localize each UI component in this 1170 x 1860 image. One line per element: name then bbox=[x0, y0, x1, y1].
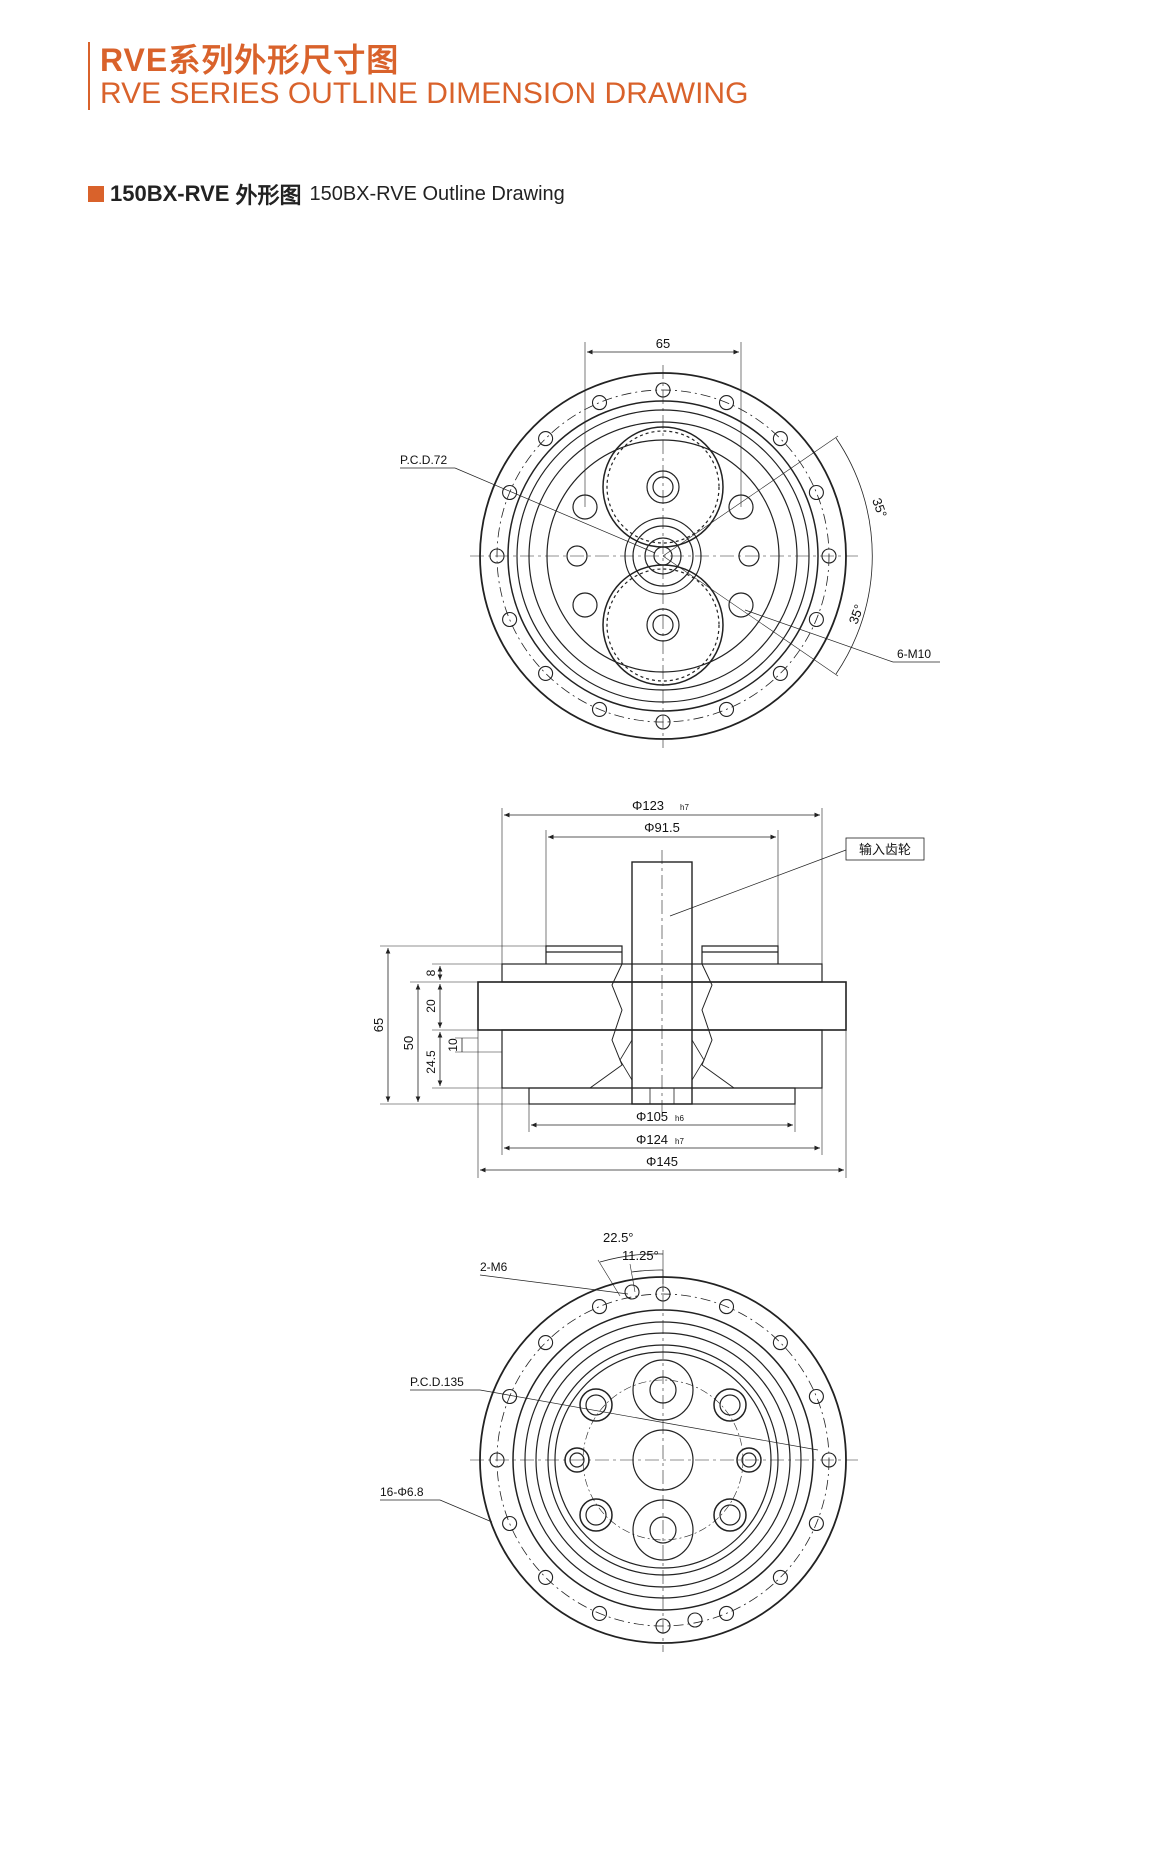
side-dim-height-50: 50 bbox=[401, 1036, 416, 1050]
bottom-flange-hole-9 bbox=[489, 1452, 505, 1468]
top-flange-hole-12 bbox=[591, 395, 608, 411]
bottom-pcd-label: P.C.D.135 bbox=[410, 1375, 464, 1389]
top-dim-width: 65 bbox=[656, 336, 670, 351]
bottom-angle-22-5: 22.5° bbox=[603, 1230, 634, 1245]
side-dim-height-20: 20 bbox=[424, 999, 438, 1013]
bottom-flange-hole-4 bbox=[718, 1605, 735, 1621]
bottom-flange-hole-1 bbox=[821, 1452, 837, 1468]
top-flange-hole-7 bbox=[538, 665, 554, 681]
bottom-holes-m6-label: 2-M6 bbox=[480, 1260, 508, 1274]
top-flange-hole-9 bbox=[489, 548, 505, 564]
side-dim-bottom-124: Φ124 bbox=[636, 1132, 668, 1147]
top-flange-hole-15 bbox=[772, 431, 788, 447]
side-view-labels: Φ123 h7 Φ91.5 输入齿轮 65 50 8 20 10 24.5 Φ1… bbox=[371, 798, 911, 1169]
bottom-flange-hole-5 bbox=[655, 1618, 671, 1634]
side-dim-bottom-145: Φ145 bbox=[646, 1154, 678, 1169]
top-flange-hole-1 bbox=[821, 548, 837, 564]
bottom-flange-hole-14 bbox=[718, 1299, 735, 1315]
side-dim-top-outer: Φ123 bbox=[632, 798, 664, 813]
section-title-chinese: 外形图 bbox=[235, 183, 302, 208]
top-angle-lower: 35° bbox=[846, 602, 867, 626]
side-dim-height-total: 65 bbox=[371, 1018, 386, 1032]
input-gear-label: 输入齿轮 bbox=[859, 842, 911, 857]
top-view-bolt-holes bbox=[489, 382, 837, 730]
side-dim-top-inner: Φ91.5 bbox=[644, 820, 680, 835]
title-chinese: RVE系列外形尺寸图 bbox=[100, 42, 400, 78]
side-view bbox=[380, 808, 925, 1178]
bottom-flange-hole-7 bbox=[538, 1569, 554, 1585]
bottom-flange-hole-6 bbox=[591, 1605, 608, 1621]
m6-hole-right bbox=[687, 1612, 703, 1628]
top-flange-hole-2 bbox=[808, 611, 824, 628]
section-model-code: 150BX-RVE bbox=[110, 181, 230, 206]
top-flange-hole-11 bbox=[538, 431, 554, 447]
top-flange-hole-4 bbox=[718, 701, 735, 717]
bottom-view bbox=[380, 1250, 858, 1652]
bottom-flange-hole-15 bbox=[772, 1335, 788, 1351]
top-flange-hole-3 bbox=[772, 665, 788, 681]
top-flange-hole-8 bbox=[502, 611, 518, 628]
side-dim-bottom-124-tolerance: h7 bbox=[675, 1137, 684, 1146]
bottom-flange-hole-10 bbox=[502, 1388, 518, 1405]
title-english: RVE SERIES OUTLINE DIMENSION DRAWING bbox=[100, 77, 749, 110]
bottom-view-bolt-holes bbox=[489, 1286, 837, 1634]
top-flange-hole-6 bbox=[591, 701, 608, 717]
bottom-flange-hole-3 bbox=[772, 1569, 788, 1585]
top-view bbox=[400, 342, 940, 748]
side-dim-bottom-105-tolerance: h6 bbox=[675, 1114, 684, 1123]
top-pcd-label: P.C.D.72 bbox=[400, 453, 447, 467]
section-title-english: 150BX-RVE Outline Drawing bbox=[309, 182, 565, 205]
top-flange-hole-16 bbox=[808, 484, 824, 501]
bottom-flange-hole-11 bbox=[538, 1335, 554, 1351]
top-angle-upper: 35° bbox=[869, 496, 890, 520]
side-dim-height-10: 10 bbox=[446, 1038, 460, 1052]
section-marker bbox=[88, 186, 104, 202]
top-flange-hole-14 bbox=[718, 395, 735, 411]
top-flange-hole-5 bbox=[655, 714, 671, 730]
section-heading: 150BX-RVE 外形图 150BX-RVE Outline Drawing bbox=[88, 178, 565, 210]
side-dim-height-24-5: 24.5 bbox=[424, 1050, 438, 1074]
bottom-flange-hole-8 bbox=[502, 1515, 518, 1532]
top-flange-hole-13 bbox=[655, 382, 671, 398]
bottom-flange-hole-12 bbox=[591, 1299, 608, 1315]
side-dim-height-8: 8 bbox=[424, 969, 438, 976]
bottom-flange-hole-2 bbox=[808, 1515, 824, 1532]
bottom-flange-hole-13 bbox=[655, 1286, 671, 1302]
bottom-flange-hole-16 bbox=[808, 1388, 824, 1405]
bottom-angle-11-25: 11.25° bbox=[622, 1248, 659, 1263]
page-header: RVE系列外形尺寸图 RVE SERIES OUTLINE DIMENSION … bbox=[88, 42, 748, 110]
top-holes-label: 6-M10 bbox=[897, 647, 931, 661]
top-flange-hole-10 bbox=[502, 484, 518, 501]
m6-hole-left bbox=[624, 1284, 640, 1300]
bottom-holes-16-label: 16-Φ6.8 bbox=[380, 1485, 424, 1499]
side-dim-top-outer-tolerance: h7 bbox=[680, 803, 689, 812]
side-dim-bottom-105: Φ105 bbox=[636, 1109, 668, 1124]
